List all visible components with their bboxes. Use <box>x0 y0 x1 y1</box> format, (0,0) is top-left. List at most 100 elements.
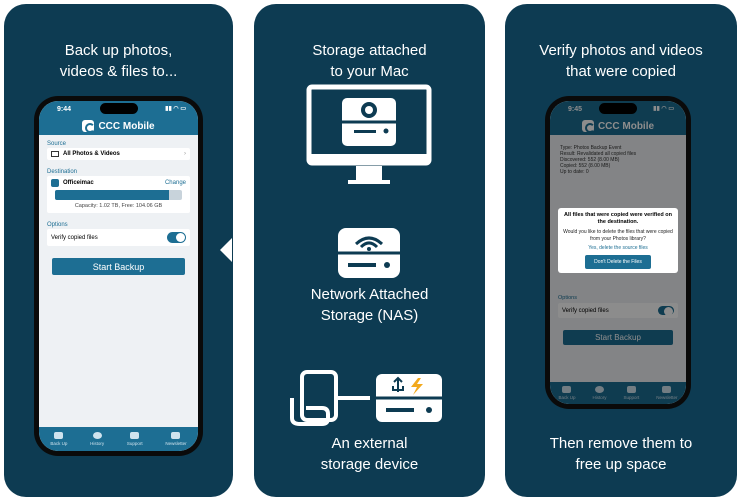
app-title: CCC Mobile <box>597 120 655 132</box>
caption-line: Back up photos, <box>64 42 173 59</box>
tab-back-up[interactable]: Back Up <box>50 432 67 446</box>
verify-option-row: Verify copied files <box>558 303 678 318</box>
photos-icon <box>51 151 59 157</box>
caption-line: Then remove them to <box>549 435 693 452</box>
tab-label: Support <box>623 395 640 400</box>
destination-card: Officeimac Change Capacity: 1.02 TB, Fre… <box>47 176 190 213</box>
nas-drive-icon <box>338 228 400 278</box>
delete-source-files-button[interactable]: Yes, delete the source files <box>588 245 648 251</box>
start-backup-button[interactable]: Start Backup <box>52 258 185 275</box>
chevron-right-icon: › <box>184 151 186 157</box>
caption-line: free up space <box>575 456 667 473</box>
phone-screen: 9:44 ▮▮ ◠ ▭ CCC Mobile Source All Photos… <box>39 101 198 451</box>
destination-name: Officeimac <box>63 180 94 186</box>
caption-mac: Storage attached to your Mac <box>254 40 485 82</box>
panel-backup: Back up photos, videos & files to... 9:4… <box>4 4 233 497</box>
ccc-drive-icon <box>51 179 59 187</box>
app-header: CCC Mobile <box>550 117 686 135</box>
tab-label: Back Up <box>50 441 68 446</box>
caption-backup: Back up photos, videos & files to... <box>4 40 233 82</box>
dynamic-island <box>599 103 637 114</box>
mac-monitor-icon <box>306 84 432 184</box>
status-time: 9:44 <box>57 106 72 113</box>
panel-verify: Verify photos and videos that were copie… <box>505 4 737 497</box>
tab-label: History <box>90 441 105 446</box>
verify-toggle[interactable] <box>167 232 186 243</box>
change-destination-link[interactable]: Change <box>164 180 186 186</box>
caption-line: to your Mac <box>330 63 409 80</box>
history-icon <box>92 432 102 439</box>
dynamic-island <box>99 103 138 114</box>
options-label: Options <box>47 222 68 228</box>
ccc-logo-icon <box>581 120 595 133</box>
signal-battery-icon: ▮▮ ◠ ▭ <box>653 106 674 112</box>
drive-icon <box>562 386 572 393</box>
verify-label: Verify copied files <box>51 234 98 241</box>
summary-line: Discovered: 552 (8.00 MB) <box>560 157 620 163</box>
verify-option-row: Verify copied files <box>47 229 190 246</box>
phone-frame: 9:45 ▮▮ ◠ ▭ CCC Mobile Type: Photos Back… <box>545 96 691 409</box>
tab-label: Support <box>126 441 143 446</box>
caption-line: Verify photos and videos <box>539 42 703 59</box>
support-icon <box>130 432 140 439</box>
panel-destinations: Storage attached to your Mac Network Att… <box>254 4 485 497</box>
caption-line: Storage attached <box>312 42 427 59</box>
summary-line: Copied: 552 (8.00 MB) <box>560 163 611 169</box>
tab-label: Newsletter <box>165 441 187 446</box>
tab-history[interactable]: History <box>90 432 104 446</box>
event-summary: Type: Photos Backup Event Result: Revali… <box>550 135 686 175</box>
capacity-bar-fill <box>55 190 170 200</box>
options-label: Options <box>558 295 577 301</box>
caption-line: An external <box>331 435 408 452</box>
verify-toggle[interactable] <box>658 306 674 316</box>
signal-battery-icon: ▮▮ ◠ ▭ <box>165 106 186 112</box>
summary-line: Result: Revalidated all copied files <box>560 151 637 157</box>
caption-line: that were copied <box>565 63 677 80</box>
source-label: Source <box>47 141 67 147</box>
tab-newsletter[interactable]: Newsletter <box>165 432 187 446</box>
support-icon <box>626 386 636 393</box>
newsletter-icon <box>662 386 672 393</box>
caption-line: Network Attached <box>310 286 429 303</box>
alert-title: All files that were copied were verified… <box>564 212 672 225</box>
tab-newsletter[interactable]: Newsletter <box>656 386 678 400</box>
tab-label: Back Up <box>558 395 576 400</box>
phone-frame: 9:44 ▮▮ ◠ ▭ CCC Mobile Source All Photos… <box>34 96 203 456</box>
caption-remove: Then remove them to free up space <box>505 433 737 475</box>
newsletter-icon <box>171 432 181 439</box>
verify-label: Verify copied files <box>562 307 609 314</box>
caption-external: An external storage device <box>254 433 485 475</box>
ccc-logo-icon <box>82 120 96 133</box>
tab-bar: Back Up History Support Newsletter <box>550 382 686 404</box>
status-time: 9:45 <box>568 106 583 113</box>
tab-history[interactable]: History <box>592 386 607 400</box>
summary-line: Up to date: 0 <box>560 169 589 175</box>
options-section: Options Verify copied files Start Backup <box>558 295 678 345</box>
tab-label: History <box>592 395 607 400</box>
summary-line: Type: Photos Backup Event <box>560 145 622 151</box>
tab-bar: Back Up History Support Newsletter <box>39 427 198 451</box>
tab-support[interactable]: Support <box>127 432 143 446</box>
capacity-text: Capacity: 1.02 TB, Free: 104.06 GB <box>74 203 163 209</box>
source-value: All Photos & Videos <box>63 151 120 157</box>
tab-label: Newsletter <box>656 395 678 400</box>
dont-delete-button[interactable]: Don't Delete the Files <box>585 255 651 269</box>
caption-line: Storage (NAS) <box>320 307 419 324</box>
history-icon <box>594 386 604 393</box>
caption-line: storage device <box>320 456 419 473</box>
source-selector[interactable]: All Photos & Videos › <box>47 148 190 160</box>
caption-verify: Verify photos and videos that were copie… <box>505 40 737 82</box>
destination-label: Destination <box>47 169 78 175</box>
status-bar: 9:45 ▮▮ ◠ ▭ <box>550 101 686 117</box>
app-title: CCC Mobile <box>98 120 155 132</box>
start-backup-button[interactable]: Start Backup <box>563 330 673 345</box>
external-storage-icon <box>290 370 442 426</box>
caption-line: videos & files to... <box>59 63 178 80</box>
tab-back-up[interactable]: Back Up <box>558 386 576 400</box>
phone-screen: 9:45 ▮▮ ◠ ▭ CCC Mobile Type: Photos Back… <box>550 101 686 404</box>
drive-icon <box>54 432 64 439</box>
delete-files-alert: All files that were copied were verified… <box>558 208 678 273</box>
tab-support[interactable]: Support <box>623 386 639 400</box>
status-bar: 9:44 ▮▮ ◠ ▭ <box>39 101 198 117</box>
capacity-bar <box>55 190 182 200</box>
